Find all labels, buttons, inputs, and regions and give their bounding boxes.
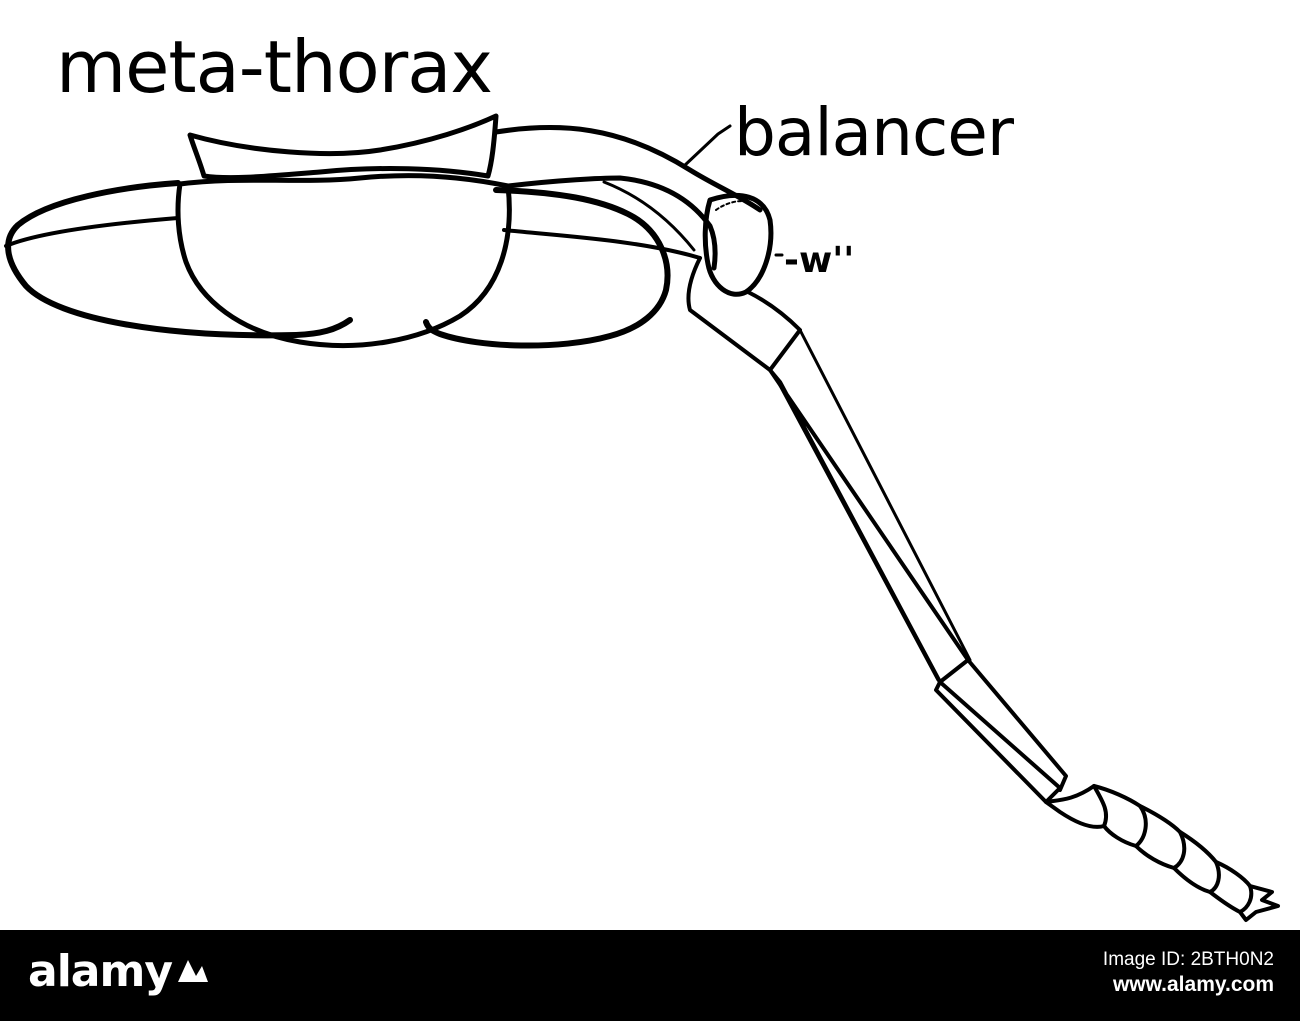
left-coxa-inner-edge bbox=[4, 216, 180, 248]
tarsus-segment-5 bbox=[1208, 860, 1254, 914]
tarsus-segment-3 bbox=[1134, 804, 1187, 870]
tarsus-segment-2 bbox=[1092, 784, 1148, 848]
logo-text: alamy bbox=[28, 946, 173, 997]
metathorax-upper-plate bbox=[187, 113, 499, 181]
femur-edge-right bbox=[798, 328, 972, 662]
side-band-midline bbox=[602, 180, 696, 252]
tarsus-segment-1 bbox=[1044, 784, 1109, 829]
site-url: www.alamy.com bbox=[1112, 972, 1274, 996]
wing-base-w2 bbox=[702, 192, 774, 297]
metathorax-diagram: meta-thorax balancer -w'' bbox=[4, 25, 1280, 922]
image-id: Image ID: 2BTH0N2 bbox=[1102, 949, 1274, 970]
central-sternum bbox=[175, 173, 512, 349]
left-coxa bbox=[5, 180, 353, 339]
femur bbox=[768, 368, 970, 684]
tibia bbox=[934, 680, 1062, 804]
label-metathorax: meta-thorax bbox=[56, 25, 492, 109]
right-coxa-inner-edge bbox=[502, 228, 702, 260]
alamy-logo-mark-icon bbox=[178, 960, 208, 982]
balancer-leader-line bbox=[682, 124, 732, 168]
footer-info: Image ID: 2BTH0N2 www.alamy.com bbox=[1103, 948, 1274, 998]
tarsal-claw bbox=[1238, 884, 1280, 922]
label-wing-w2: -w'' bbox=[784, 240, 854, 281]
side-band-lower bbox=[505, 175, 718, 271]
tarsus-segment-4 bbox=[1172, 830, 1221, 894]
alamy-logo: alamy bbox=[28, 950, 210, 994]
right-coxa bbox=[423, 187, 671, 349]
wing-base-dotted-edge bbox=[715, 200, 757, 211]
label-balancer: balancer bbox=[734, 94, 1015, 171]
stock-watermark-bar: alamy Image ID: 2BTH0N2 www.alamy.com bbox=[0, 930, 1300, 1021]
tibia-outline bbox=[966, 658, 1068, 792]
femur-edge-left bbox=[774, 376, 940, 682]
trochanter bbox=[686, 256, 802, 372]
